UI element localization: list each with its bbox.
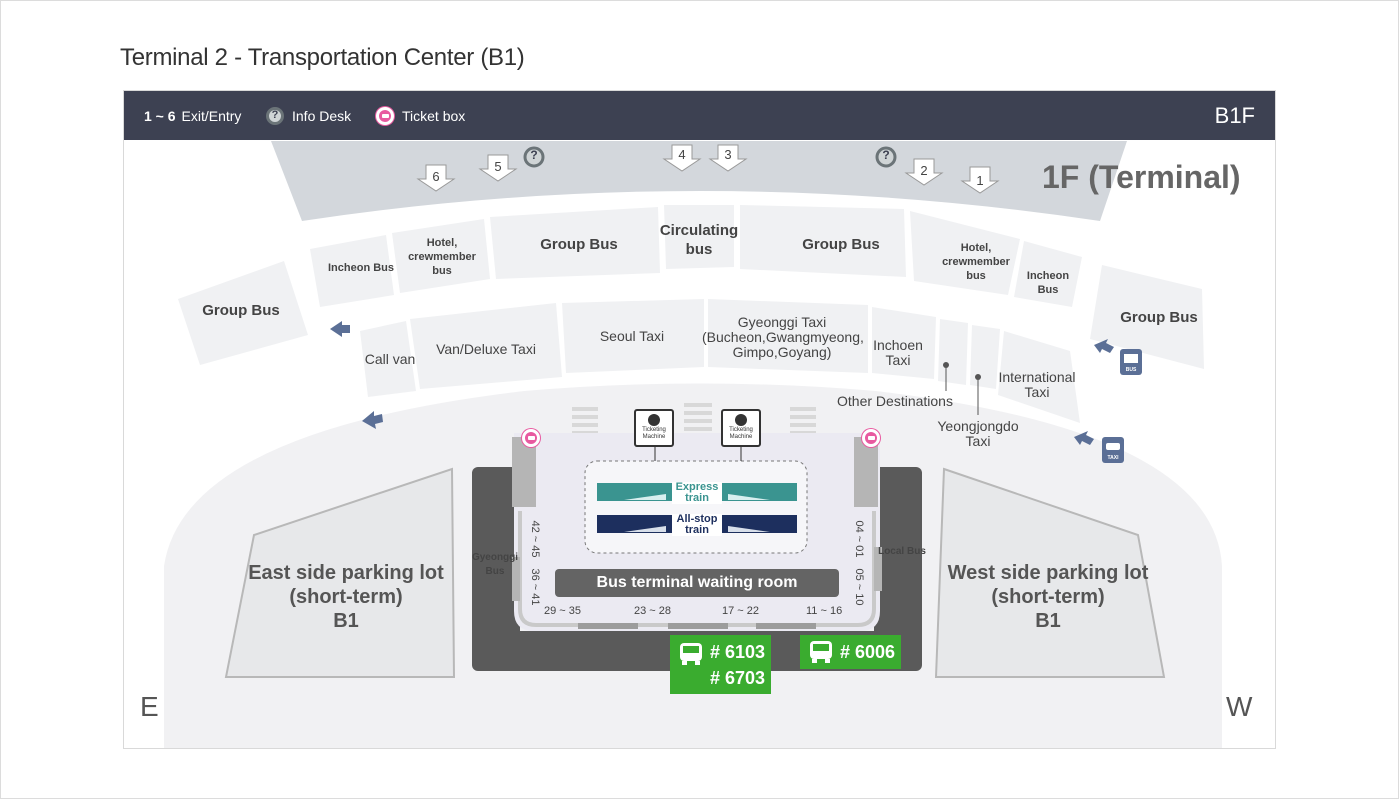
yeongjongdo-taxi-label: Yeongjongdo Taxi <box>937 418 1019 449</box>
gyeonggi-taxi[interactable]: Gyeonggi Taxi (Bucheon,Gwangmyeong, Gimp… <box>702 314 864 360</box>
floor-badge: B1F <box>1214 103 1255 128</box>
express-train[interactable]: Express train <box>672 482 722 504</box>
incheon-bus-label: Incheon Bus <box>328 262 395 274</box>
group-bus-center-left[interactable]: Group Bus <box>540 236 618 253</box>
international-taxi-label: International Taxi <box>998 369 1076 400</box>
page-title: Terminal 2 - Transportation Center (B1) <box>120 44 525 71</box>
incheon-taxi[interactable]: Inchoen Taxi <box>870 338 926 368</box>
exit-3[interactable]: 3 <box>724 147 732 162</box>
hotel-crew-bus-right[interactable]: Hotel, crewmember bus <box>932 241 1020 283</box>
compass-east: E <box>140 691 159 722</box>
call-van[interactable]: Call van <box>364 351 416 367</box>
local-bus-label: Local Bus <box>878 546 926 557</box>
route-6703: # 6703 <box>710 668 766 688</box>
legend-bar: 1 ~ 6 Exit/Entry Info Desk Ticket box B1… <box>124 91 1275 140</box>
seoul-taxi[interactable]: Seoul Taxi <box>599 328 665 344</box>
west-parking-line1: West side parking lot <box>947 562 1149 584</box>
gate-05-10[interactable]: 05 ~ 10 <box>853 568 865 606</box>
legend-exit-label: Exit/Entry <box>181 107 242 124</box>
exit-5[interactable]: 5 <box>494 159 502 174</box>
exit-6[interactable]: 6 <box>432 169 440 184</box>
ticket-box-icon[interactable] <box>862 429 880 447</box>
route-6103: # 6103 <box>710 642 766 662</box>
gate-04-01[interactable]: 04 ~ 01 <box>853 520 865 558</box>
ticketing-machine-label: Ticketing Machine <box>729 427 753 440</box>
gate-29-35[interactable]: 29 ~ 35 <box>544 605 582 617</box>
gate-11-16[interactable]: 11 ~ 16 <box>806 605 843 617</box>
gyeonggi-bus[interactable]: Gyeonggi Bus <box>462 551 528 579</box>
group-bus-far-left[interactable]: Group Bus <box>202 302 280 319</box>
legend-info-label: Info Desk <box>292 107 352 124</box>
west-parking-line2: (short-term) <box>991 586 1105 608</box>
ticketing-machine-left[interactable]: Ticketing Machine <box>634 409 674 447</box>
bus-stop-6006[interactable]: # 6006 <box>800 635 901 669</box>
east-parking-line1: East side parking lot <box>248 562 444 584</box>
info-desk-icon: ? <box>530 148 538 162</box>
map-panel: ? ? 6 5 4 3 2 1 1 ~ 6 Exit/Entry Info De… <box>123 90 1276 749</box>
info-desk-icon <box>266 106 284 125</box>
incheon-bus-left[interactable]: Incheon Bus <box>328 261 394 275</box>
ticketing-machine-right[interactable]: Ticketing Machine <box>721 409 761 447</box>
east-parking-line3: B1 <box>333 610 359 632</box>
exit-2[interactable]: 2 <box>920 163 928 178</box>
allstop-train[interactable]: All-stop train <box>672 514 722 536</box>
exit-1[interactable]: 1 <box>976 173 984 188</box>
ticket-box-icon[interactable] <box>522 429 540 447</box>
legend-ticket: Ticket box <box>376 91 465 140</box>
upper-floor-label: 1F (Terminal) <box>1042 159 1241 195</box>
bus-icon <box>680 643 702 665</box>
incheon-taxi-label: Inchoen Taxi <box>873 337 923 368</box>
express-train-label: Express train <box>675 481 719 504</box>
gate-23-28[interactable]: 23 ~ 28 <box>634 605 672 617</box>
info-desk-icon: ? <box>882 148 890 162</box>
exit-arrows <box>416 144 1000 194</box>
west-parking-line3: B1 <box>1035 610 1061 632</box>
gate-42-45[interactable]: 42 ~ 45 <box>529 520 541 558</box>
gyeonggi-bus-label: Gyeonggi Bus <box>471 552 519 577</box>
bus-terminal-waiting-room[interactable]: Bus terminal waiting room <box>555 569 839 597</box>
route-6006: # 6006 <box>840 642 896 662</box>
incheon-bus-label: Incheon Bus <box>1026 270 1070 296</box>
hotel-crew-label: Hotel, crewmember bus <box>942 242 1010 282</box>
east-parking-lot[interactable]: East side parking lot (short-term) B1 <box>228 561 464 633</box>
bus-icon <box>810 641 832 663</box>
local-bus[interactable]: Local Bus <box>878 545 926 559</box>
circulating-bus[interactable]: Circulating bus <box>658 221 740 259</box>
gate-36-41[interactable]: 36 ~ 41 <box>529 568 541 606</box>
yeongjongdo-taxi[interactable]: Yeongjongdo Taxi <box>932 419 1024 449</box>
bus-icon: BUS <box>1125 367 1137 373</box>
allstop-train-label: All-stop train <box>676 513 718 536</box>
legend-exit-range: 1 ~ 6 <box>144 107 176 124</box>
legend-ticket-label: Ticket box <box>402 107 466 124</box>
circulating-bus-label: Circulating bus <box>659 222 739 258</box>
ticket-box-icon <box>376 106 394 125</box>
group-bus-center-right[interactable]: Group Bus <box>802 236 880 253</box>
hotel-crew-label: Hotel, crewmember bus <box>408 237 476 277</box>
compass-west: W <box>1226 691 1253 722</box>
west-parking-lot[interactable]: West side parking lot (short-term) B1 <box>930 561 1166 633</box>
ticketing-machine-label: Ticketing Machine <box>642 427 666 440</box>
incheon-bus-right[interactable]: Incheon Bus <box>1018 269 1078 297</box>
van-deluxe-taxi[interactable]: Van/Deluxe Taxi <box>436 341 536 357</box>
other-destinations[interactable]: Other Destinations <box>837 393 953 409</box>
legend-info: Info Desk <box>266 91 351 140</box>
exit-4[interactable]: 4 <box>678 147 686 162</box>
gyeonggi-taxi-line1: Gyeonggi Taxi <box>737 314 827 330</box>
east-parking-line2: (short-term) <box>289 586 403 608</box>
taxi-icon: TAXI <box>1107 455 1119 461</box>
gate-17-22[interactable]: 17 ~ 22 <box>722 605 760 617</box>
gyeonggi-taxi-line3: Gimpo,Goyang) <box>732 344 832 360</box>
ticket-machine-icon <box>735 414 747 426</box>
hotel-crew-bus-left[interactable]: Hotel, crewmember bus <box>400 236 484 278</box>
group-bus-far-right[interactable]: Group Bus <box>1120 309 1198 326</box>
international-taxi[interactable]: International Taxi <box>992 370 1082 400</box>
ticket-machine-icon <box>648 414 660 426</box>
legend-exit: 1 ~ 6 Exit/Entry <box>144 91 241 140</box>
bus-stop-6103-6703[interactable]: # 6103 # 6703 <box>670 635 771 694</box>
gyeonggi-taxi-line2: (Bucheon,Gwangmyeong, <box>702 329 864 345</box>
